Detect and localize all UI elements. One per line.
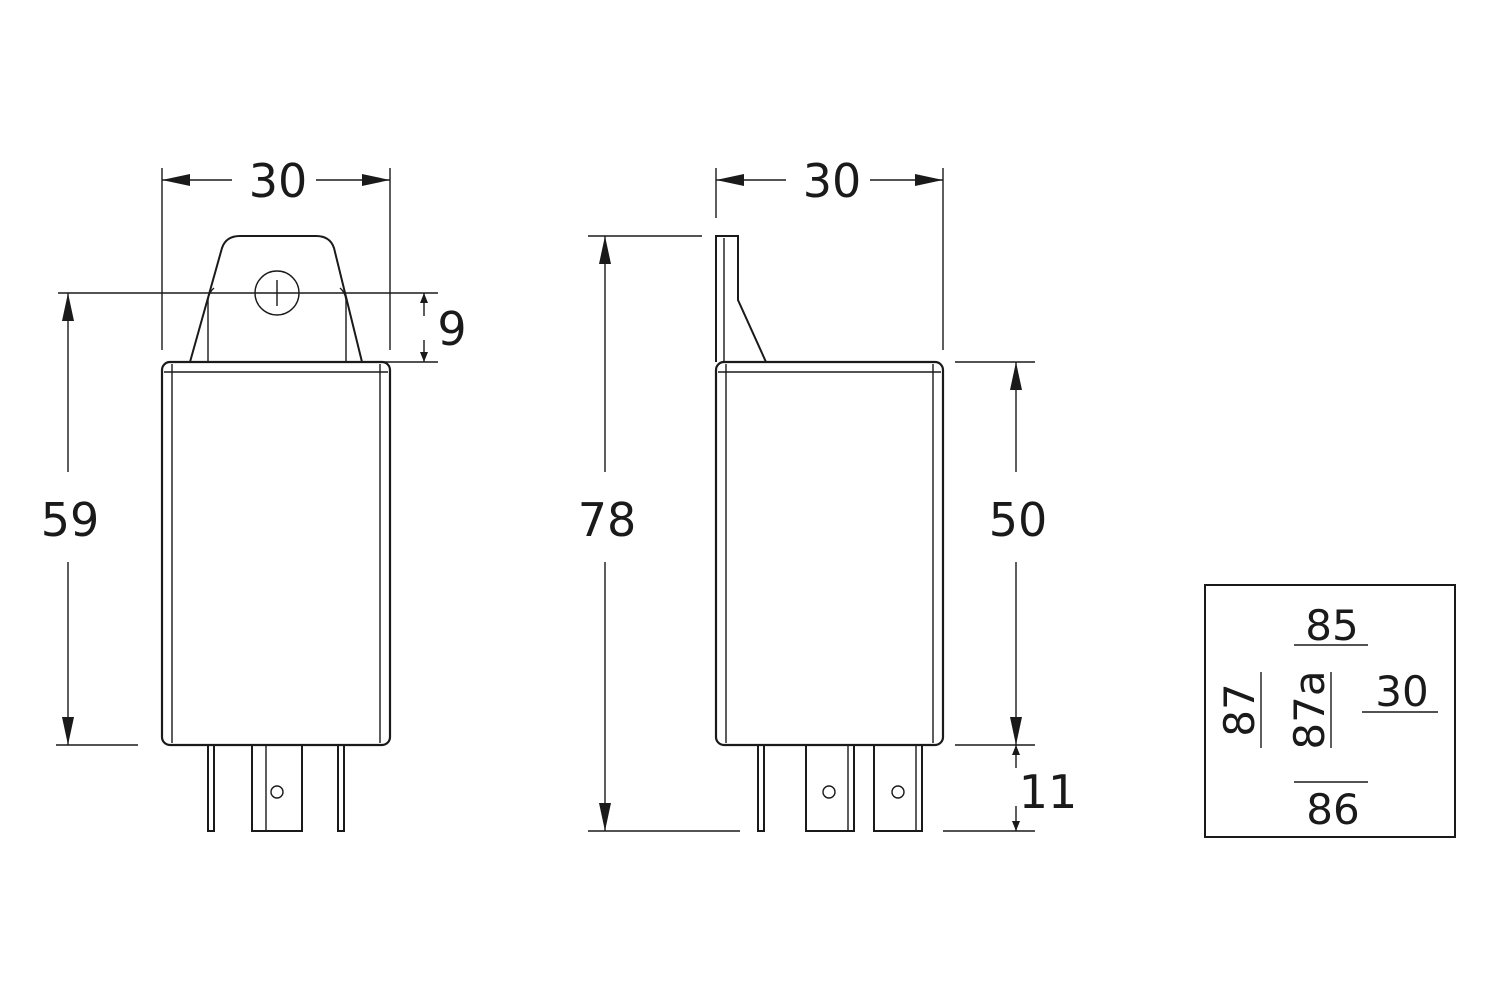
front-width-label: 30 — [249, 154, 308, 208]
front-tab-label: 9 — [437, 302, 466, 356]
terminal-87a-label: 87a — [1285, 670, 1334, 749]
side-width-label: 30 — [803, 154, 862, 208]
front-width-dimension: 30 — [161, 154, 391, 350]
side-pin-length-label: 11 — [1019, 765, 1078, 819]
side-total-height-label: 78 — [578, 493, 637, 547]
front-housing — [160, 360, 392, 747]
side-pin-length-dimension: 11 — [943, 745, 1078, 832]
front-height-label: 59 — [41, 493, 100, 547]
front-tab-dimension: 9 — [58, 292, 467, 363]
side-body-height-label: 50 — [989, 493, 1048, 547]
terminal-85-label: 85 — [1305, 601, 1358, 650]
side-mounting-tab — [715, 235, 767, 363]
pin-diagram-frame — [1204, 584, 1456, 838]
front-height-dimension: 59 — [41, 293, 138, 746]
side-pins — [757, 744, 923, 832]
side-view: 30 78 50 11 — [578, 154, 1078, 832]
terminal-30-label: 30 — [1375, 667, 1428, 716]
terminal-86-label: 86 — [1306, 785, 1359, 834]
front-tab-inner-left — [207, 287, 215, 362]
front-mounting-tab — [189, 235, 363, 363]
pin-assignment-diagram: 85 87 87a 30 86 — [1204, 584, 1456, 838]
front-view: 30 9 59 — [41, 154, 467, 832]
front-pins — [207, 744, 345, 832]
front-tab-inner-right — [339, 287, 347, 362]
side-total-height-dimension: 78 — [578, 235, 740, 832]
side-width-dimension: 30 — [715, 154, 944, 350]
side-body-height-dimension: 50 — [955, 361, 1048, 746]
side-housing — [714, 360, 945, 747]
terminal-87-label: 87 — [1215, 683, 1264, 736]
